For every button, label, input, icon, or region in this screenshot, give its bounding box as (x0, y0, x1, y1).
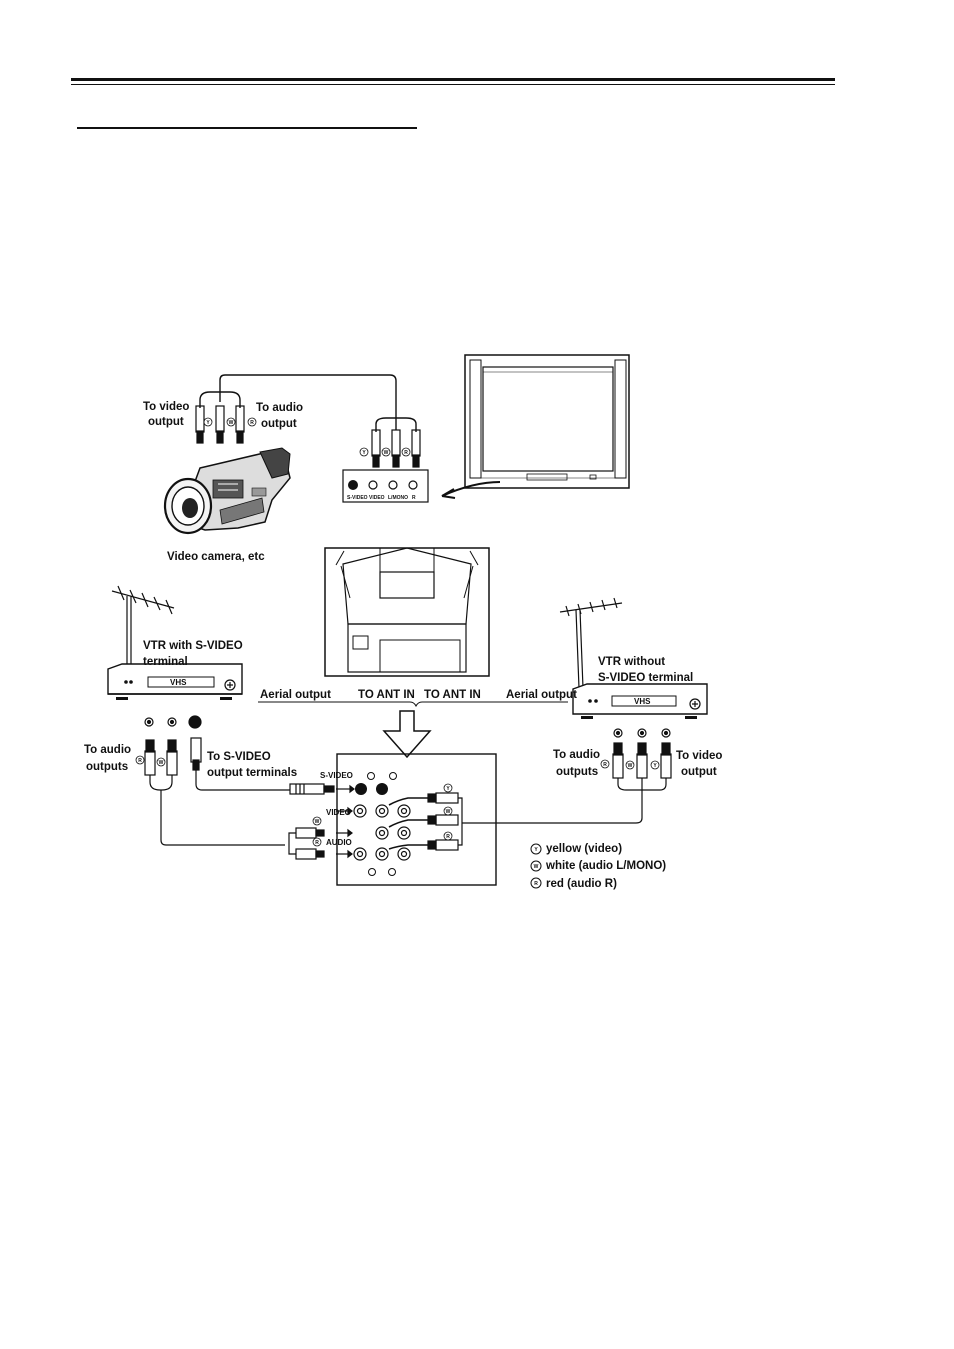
camera-cable (199, 374, 417, 432)
right-plug-code-marks: R W Y (600, 759, 660, 770)
right-vtr-output-jacks (613, 728, 671, 738)
camera-audio-output-label-1: To audio (256, 402, 303, 414)
vtr-left-vhs-label: VHS (170, 678, 187, 687)
left-audio-outputs-label-2: outputs (86, 761, 128, 773)
svg-text:R: R (603, 762, 607, 768)
svg-text:yellow (video): yellow (video) (546, 843, 622, 855)
left-audio-outputs-label-1: To audio (84, 744, 131, 756)
svg-text:Y: Y (534, 847, 538, 853)
vtr-right-vhs-label: VHS (634, 697, 651, 706)
svg-text:R: R (534, 881, 538, 887)
svg-text:Y: Y (362, 450, 366, 456)
panel-audio-label: AUDIO (326, 838, 352, 847)
svg-text:W: W (446, 809, 451, 815)
header-rule-thin (71, 84, 835, 85)
camera-audio-output-label-2: output (261, 418, 297, 430)
front-jack-label-svideo: S-VIDEO (347, 495, 368, 501)
aerial-output-left-label: Aerial output (260, 689, 331, 701)
tv-rear-view (324, 547, 490, 677)
aerial-connection (258, 701, 568, 708)
left-vtr-plugs (144, 737, 290, 846)
legend-item-yellow: Y yellow (video) (530, 843, 622, 855)
camera-video-output-label-1: To video (143, 401, 189, 413)
panel-plug-code-marks: Y W R (359, 447, 411, 457)
panel-rca-plugs (371, 429, 421, 468)
svg-text:R: R (315, 840, 319, 846)
legend-item-white: W white (audio L/MONO) (530, 860, 666, 872)
right-video-output-label-2: output (681, 766, 717, 778)
legend-item-red: R red (audio R) (530, 877, 617, 890)
svg-text:R: R (446, 834, 450, 840)
svg-text:Y: Y (206, 420, 210, 426)
right-audio-outputs-label-1: To audio (553, 749, 600, 761)
vtr-right-label-1: VTR without (598, 656, 665, 668)
svg-text:white (audio L/MONO): white (audio L/MONO) (545, 860, 666, 872)
right-antenna (559, 597, 623, 689)
panel-video-label: VIDEO (326, 808, 351, 817)
camera-plug-code-marks: Y W R (203, 417, 257, 427)
svg-text:R: R (250, 420, 254, 426)
svg-text:W: W (229, 420, 234, 426)
svg-text:Y: Y (653, 763, 657, 769)
aerial-output-right-label: Aerial output (506, 689, 577, 701)
camera-video-output-label-2: output (148, 416, 184, 428)
svg-text:W: W (159, 760, 164, 766)
panel-svideo-label: S-VIDEO (320, 771, 353, 780)
front-jack-label-lmono: L/MONO (388, 495, 408, 501)
tv-front-view (441, 354, 630, 499)
right-audio-outputs-label-2: outputs (556, 766, 598, 778)
svg-text:W: W (315, 819, 320, 825)
left-vtr-output-jacks (144, 715, 202, 729)
svg-text:R: R (138, 758, 142, 764)
vtr-left-label-2: terminal (143, 656, 188, 668)
header-rule-thick (71, 78, 835, 81)
front-jack-label-video: VIDEO (369, 495, 385, 501)
vtr-right-label-2: S-VIDEO terminal (598, 672, 693, 684)
left-plug-code-marks: R W (135, 755, 166, 767)
svg-text:Y: Y (446, 786, 450, 792)
front-jack-label-r: R (412, 495, 416, 501)
camera-caption: Video camera, etc (167, 551, 265, 563)
camera-rca-plugs (195, 405, 245, 444)
to-ant-in-right-label: TO ANT IN (424, 689, 481, 701)
vtr-left-label-1: VTR with S-VIDEO (143, 640, 243, 652)
section-underline (77, 127, 417, 129)
front-input-panel: S-VIDEO VIDEO L/MONO R (342, 469, 429, 503)
svg-text:red (audio R): red (audio R) (546, 878, 617, 890)
video-camera-illustration (163, 447, 291, 535)
left-svideo-label-1: To S-VIDEO (207, 751, 271, 763)
down-arrow (382, 710, 432, 759)
to-ant-in-left-label: TO ANT IN (358, 689, 415, 701)
vtr-without-svideo: VHS (572, 683, 708, 719)
left-antenna (111, 585, 175, 668)
right-vtr-plugs (462, 742, 672, 824)
svg-text:W: W (534, 864, 539, 870)
vtr-with-svideo: VHS (107, 663, 243, 700)
legend: Y yellow (video) W white (audio L/MONO) … (530, 843, 666, 890)
right-video-output-label-1: To video (676, 750, 722, 762)
svg-text:R: R (404, 450, 408, 456)
svg-text:W: W (384, 450, 389, 456)
rear-jack-panel: Y W R W R S-VIDEO VIDEO AUDIO (288, 753, 497, 886)
left-svideo-label-2: output terminals (207, 767, 297, 779)
svg-text:W: W (628, 763, 633, 769)
